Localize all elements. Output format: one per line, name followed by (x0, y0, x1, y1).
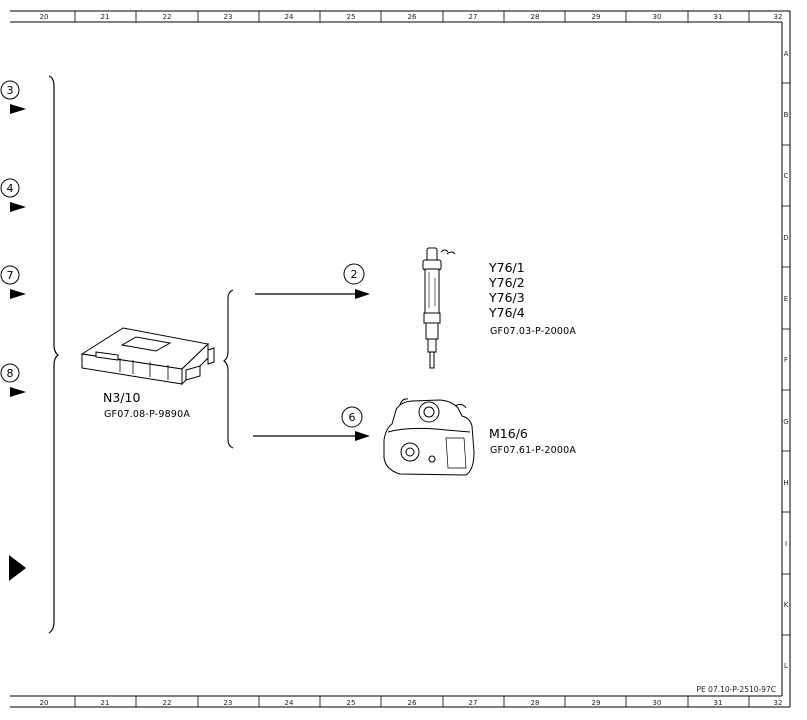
arrow-icon (10, 387, 26, 397)
col-label-20-top: 20 (40, 13, 49, 21)
row-label-k: K (784, 601, 789, 609)
injector-code-3: Y76/3 (488, 290, 525, 305)
left-reference-8[interactable]: 8 (0, 363, 26, 397)
col-label-27-bottom: 27 (469, 699, 478, 707)
control-unit-code: N3/10 (103, 390, 140, 405)
page-arrow-icon[interactable] (9, 555, 26, 581)
left-reference-7[interactable]: 7 (0, 265, 26, 299)
col-label-23-top: 23 (224, 13, 233, 21)
drawing-frame (10, 10, 791, 708)
left-reference-4[interactable]: 4 (0, 178, 26, 212)
connection-number-top-text: 2 (351, 268, 358, 281)
col-label-31-top: 31 (714, 13, 723, 21)
arrow-icon (10, 202, 26, 212)
row-label-c: C (784, 172, 789, 180)
arrow-icon (10, 104, 26, 114)
connection-number-top[interactable]: 2 (343, 263, 365, 285)
document-id: PE 07.10-P-2510-97C (697, 685, 776, 694)
connection-number-bottom-text: 6 (349, 411, 356, 424)
injector-code-1: Y76/1 (488, 260, 525, 275)
left-ref-number: 7 (7, 269, 14, 282)
row-label-g: G (783, 418, 788, 426)
left-ref-number: 4 (7, 182, 14, 195)
col-label-31-bottom: 31 (714, 699, 723, 707)
col-label-20-bottom: 20 (40, 699, 49, 707)
col-label-32-top: 32 (774, 13, 783, 21)
col-label-24-bottom: 24 (285, 699, 294, 707)
injector-code-2: Y76/2 (488, 275, 525, 290)
row-label-e: E (784, 295, 788, 303)
row-label-a: A (784, 50, 789, 58)
connection-arrow-top (255, 289, 370, 299)
throttle-ref[interactable]: GF07.61-P-2000A (490, 445, 576, 456)
col-label-29-top: 29 (592, 13, 601, 21)
injector-code-4: Y76/4 (488, 305, 525, 320)
left-ref-number: 8 (7, 367, 14, 380)
col-label-30-bottom: 30 (653, 699, 662, 707)
throttle-code: M16/6 (489, 426, 528, 441)
col-label-26-bottom: 26 (408, 699, 417, 707)
col-label-24-top: 24 (285, 13, 294, 21)
row-label-i: I (785, 540, 787, 548)
control-unit-ref[interactable]: GF07.08-P-9890A (104, 409, 190, 420)
col-label-30-top: 30 (653, 13, 662, 21)
col-label-26-top: 26 (408, 13, 417, 21)
col-label-28-bottom: 28 (531, 699, 540, 707)
col-label-21-top: 21 (101, 13, 110, 21)
fuel-injector-icon[interactable] (422, 247, 456, 369)
col-label-29-bottom: 29 (592, 699, 601, 707)
col-label-22-bottom: 22 (163, 699, 172, 707)
col-label-32-bottom: 32 (774, 699, 783, 707)
col-label-25-top: 25 (347, 13, 356, 21)
column-ruler: 20 21 22 23 24 25 26 27 28 29 30 31 32 2… (40, 11, 783, 707)
col-label-22-top: 22 (163, 13, 172, 21)
connection-number-bottom[interactable]: 6 (341, 406, 363, 428)
left-ref-number: 3 (7, 84, 14, 97)
arrow-icon (10, 289, 26, 299)
connection-brace (223, 289, 234, 449)
connection-arrow-bottom (253, 431, 370, 441)
row-label-d: D (783, 234, 788, 242)
row-label-l: L (784, 662, 788, 670)
col-label-28-top: 28 (531, 13, 540, 21)
left-reference-3[interactable]: 3 (0, 80, 26, 114)
col-label-25-bottom: 25 (347, 699, 356, 707)
row-ruler: A B C D E F G H I K L (782, 50, 790, 670)
col-label-23-bottom: 23 (224, 699, 233, 707)
row-label-f: F (784, 356, 788, 364)
col-label-27-top: 27 (469, 13, 478, 21)
injector-ref[interactable]: GF07.03-P-2000A (490, 326, 576, 337)
left-brace (48, 75, 59, 634)
row-label-b: B (784, 111, 789, 119)
throttle-actuator-icon[interactable] (383, 398, 475, 476)
col-label-21-bottom: 21 (101, 699, 110, 707)
control-unit-n3-10-icon[interactable] (80, 327, 215, 386)
row-label-h: H (783, 479, 788, 487)
